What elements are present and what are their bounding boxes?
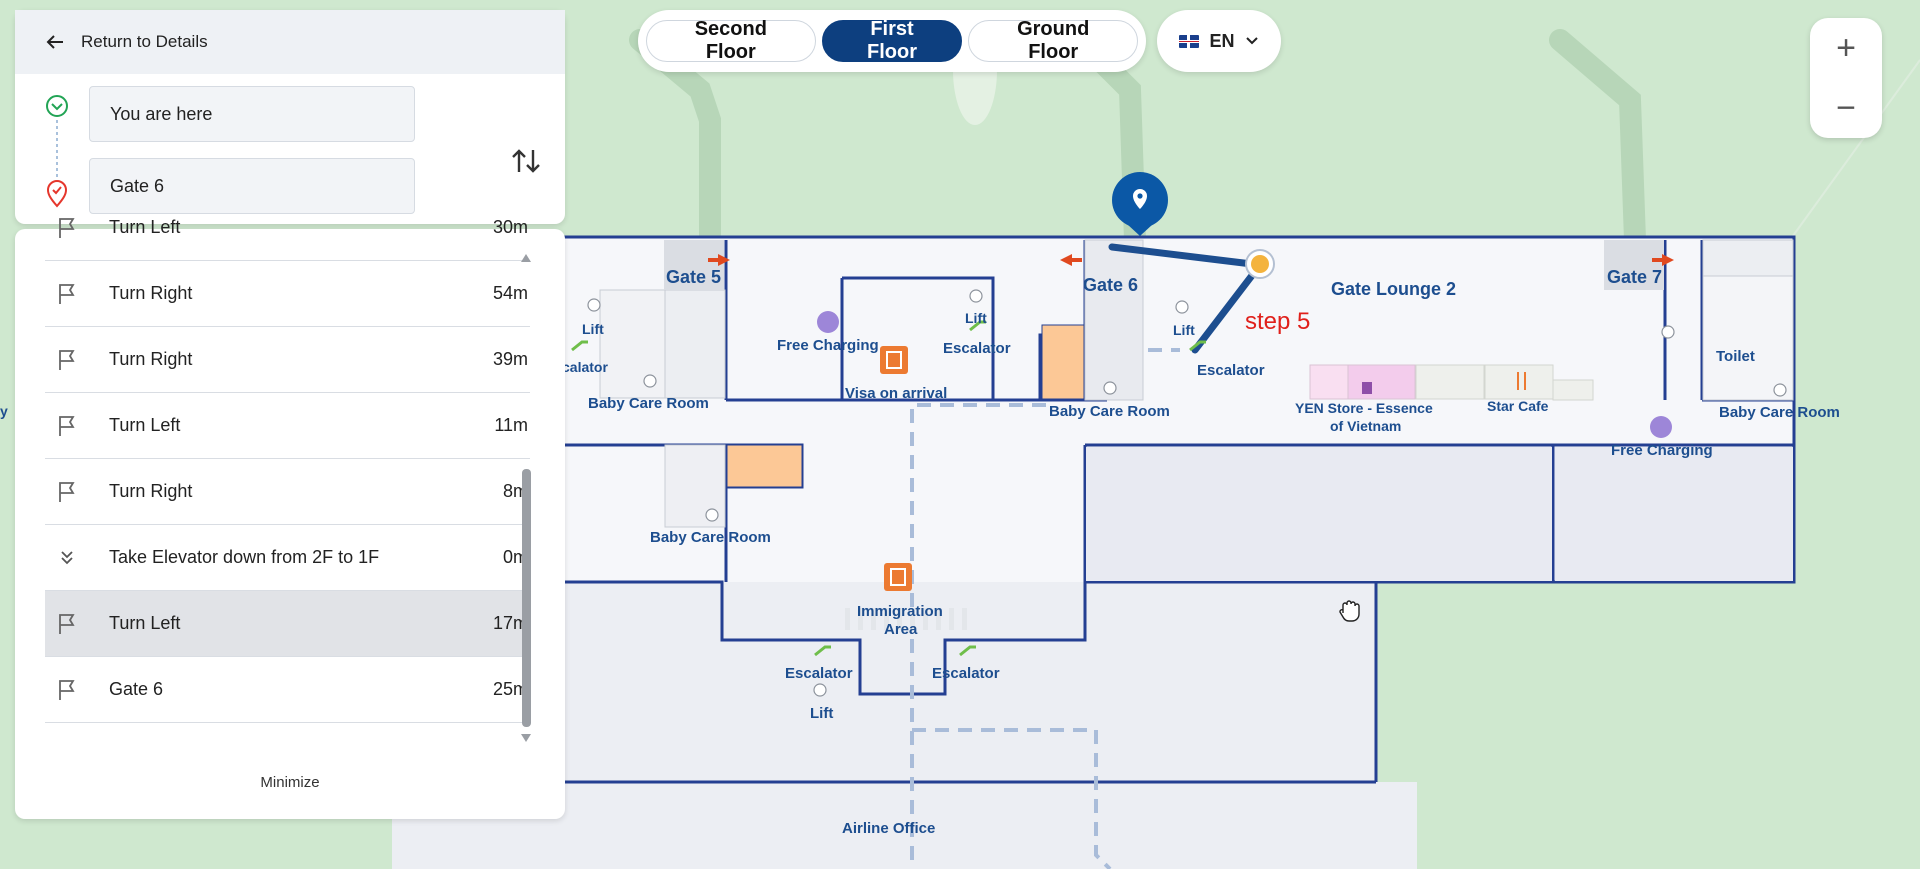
cafe-icon [1517,372,1526,390]
step-distance: 25m [492,679,528,699]
step-label: Turn Right [109,283,193,303]
flag-icon [59,679,75,700]
step-distance: 30m [492,217,528,237]
yen-store-label: YEN Store - Essence [1295,400,1433,416]
charging-icon [817,311,1672,438]
immigration-label-2: Area [884,621,918,638]
direction-step-selected[interactable]: Turn Left 17m [45,591,530,657]
lift-label: Lift [582,321,604,337]
toilet-label: Toilet [1716,348,1755,365]
step-label: Turn Left [109,217,181,237]
zoom-out-button[interactable]: − [1836,88,1856,127]
route-panel: Return to Details [15,10,565,224]
destination-field[interactable] [89,158,415,214]
second-floor-button[interactable]: Second Floor [646,18,816,63]
escalator-label-cut: calator [562,359,608,375]
airline-office-label: Airline Office [842,820,935,837]
free-charging-label: Free Charging [777,337,879,354]
visa-label: Visa on arrival [845,385,947,402]
scroll-up-icon[interactable] [520,253,532,263]
direction-step[interactable]: Turn Right 54m [45,261,530,327]
step-label: Turn Right [109,481,193,501]
gate-7-label: Gate 7 [1607,267,1662,287]
direction-step[interactable]: Take Elevator down from 2F to 1F 0m [45,525,530,591]
first-floor-button[interactable]: First Floor [821,18,963,63]
yen-store-label-2: of Vietnam [1330,418,1401,434]
immigration-service-icon [884,563,912,591]
zoom-in-button[interactable]: + [1836,28,1856,67]
flag-icon [59,283,75,304]
scrollbar-thumb[interactable] [522,469,531,727]
star-cafe-label: Star Cafe [1487,398,1549,414]
step-label: Gate 6 [109,679,164,699]
flag-icon [59,481,75,502]
free-charging-label: Free Charging [1611,442,1713,459]
route-connector [46,95,68,208]
visa-service-icon [880,346,908,374]
double-chevron-down-icon [61,550,73,564]
flag-icon [59,415,75,436]
facility-icons [587,289,1787,697]
ground-floor-button[interactable]: Ground Floor [968,18,1139,63]
step-distance: 11m [494,415,528,435]
flag-icon [59,613,75,634]
gate-lounge-label: Gate Lounge 2 [1331,279,1456,299]
direction-step[interactable]: Turn Right 39m [45,327,530,393]
gate-5-label: Gate 5 [666,267,721,287]
origin-icon [46,95,68,117]
lift-label: Lift [965,310,987,326]
chevron-down-icon [1245,37,1258,45]
baby-care-label: Baby Care Room [1719,404,1840,421]
arrow-left-icon [46,35,63,49]
direction-step[interactable]: Turn Left 11m [45,393,530,459]
escalator-label: Escalator [932,665,1000,682]
escalator-label: Escalator [1197,362,1265,379]
directions-list[interactable]: Turn Left 30m Turn Right 54m Turn Right … [45,217,530,751]
edge-label-cut: y [0,403,8,419]
step-label: Take Elevator down from 2F to 1F [109,547,380,567]
uk-flag-icon [1179,34,1200,48]
direction-step[interactable]: Turn Left 30m [45,195,530,261]
scroll-down-icon[interactable] [520,733,532,743]
step-distance: 54m [492,283,528,303]
destination-pin-icon[interactable] [1112,172,1168,236]
step-label: Turn Left [109,613,181,633]
origin-field[interactable] [89,86,415,142]
direction-step[interactable]: Gate 6 25m [45,657,530,723]
return-label: Return to Details [81,32,208,51]
baby-care-label: Baby Care Room [588,395,709,412]
lift-label: Lift [810,705,833,722]
floor-selector: Second Floor First Floor Ground Floor [638,10,1146,72]
gate-6-label: Gate 6 [1083,275,1138,295]
flag-icon [59,349,75,370]
language-code: EN [1209,30,1235,51]
zoom-control: + − [1810,18,1882,138]
flag-icon [59,217,75,238]
escalator-label: Escalator [785,665,853,682]
directions-list-panel: Turn Left 30m Turn Right 54m Turn Right … [15,217,565,819]
direction-step[interactable]: Turn Right 8m [45,459,530,525]
step-label: Turn Right [109,349,193,369]
immigration-label: Immigration [857,603,943,620]
shop-bag-icon [1362,382,1372,394]
hand-cursor-icon [1339,600,1360,622]
swap-route-icon[interactable] [509,144,543,178]
baby-care-label: Baby Care Room [1049,403,1170,420]
destination-icon [46,180,68,208]
lift-label: Lift [1173,322,1195,338]
step-label: Turn Left [109,415,181,435]
escalator-icons [571,320,1206,657]
escalator-label: Escalator [943,340,1011,357]
language-selector[interactable]: EN [1157,10,1281,72]
return-to-details-button[interactable]: Return to Details [15,10,565,74]
step-distance: 39m [492,349,528,369]
minimize-button[interactable]: Minimize [260,774,320,791]
step-distance: 17m [492,613,528,633]
step-label: step 5 [1245,308,1310,335]
step-distance: 8m [502,481,528,501]
step-distance: 0m [502,547,528,567]
baby-care-label: Baby Care Room [650,529,771,546]
